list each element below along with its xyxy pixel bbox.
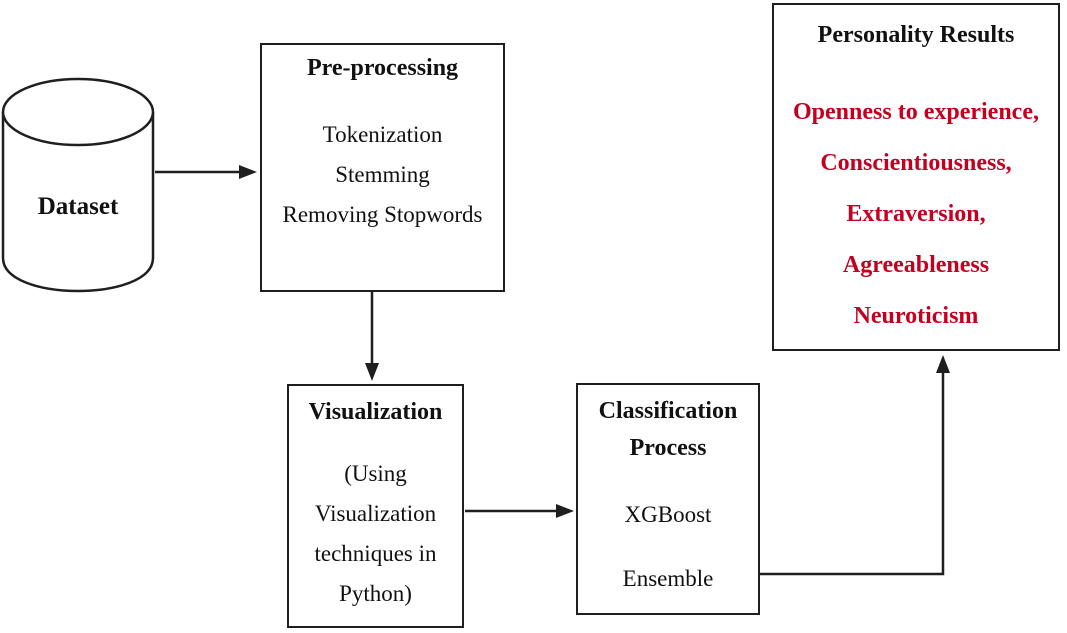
node-personality-results: Personality Results Openness to experien… — [772, 3, 1060, 351]
node-preprocessing: Pre-processing Tokenization Stemming Rem… — [260, 43, 505, 292]
preprocessing-step: Stemming — [335, 162, 430, 187]
personality-trait-list: Openness to experience, Conscientiousnes… — [774, 87, 1058, 342]
personality-trait: Neuroticism — [853, 303, 979, 329]
classification-title-line2: Process — [629, 435, 707, 461]
preprocessing-title: Pre-processing — [306, 55, 459, 81]
personality-trait: Openness to experience, — [793, 99, 1039, 125]
node-visualization: Visualization (Using Visualization techn… — [287, 384, 464, 628]
personality-trait: Conscientiousness, — [820, 150, 1012, 176]
arrow-classification-to-personality — [760, 355, 950, 576]
visualization-line: Python) — [339, 581, 412, 606]
classification-method: XGBoost — [624, 502, 712, 527]
visualization-title: Visualization — [308, 399, 443, 425]
dataset-label: Dataset — [37, 193, 119, 220]
node-classification: Classification Process XGBoost Ensemble — [576, 383, 760, 615]
personality-trait: Agreeableness — [842, 252, 990, 278]
classification-method: Ensemble — [622, 566, 714, 591]
preprocessing-step: Tokenization — [322, 122, 443, 147]
personality-title: Personality Results — [817, 22, 1015, 48]
preprocessing-step: Removing Stopwords — [282, 202, 483, 227]
personality-trait: Extraversion, — [846, 201, 986, 227]
dataset-cylinder-shape — [1, 77, 155, 293]
visualization-line: (Using — [344, 461, 407, 486]
classification-title: Classification Process — [578, 385, 758, 467]
visualization-line: Visualization — [314, 501, 437, 526]
visualization-line: techniques in — [314, 541, 437, 566]
classification-title-line1: Classification — [598, 398, 738, 424]
